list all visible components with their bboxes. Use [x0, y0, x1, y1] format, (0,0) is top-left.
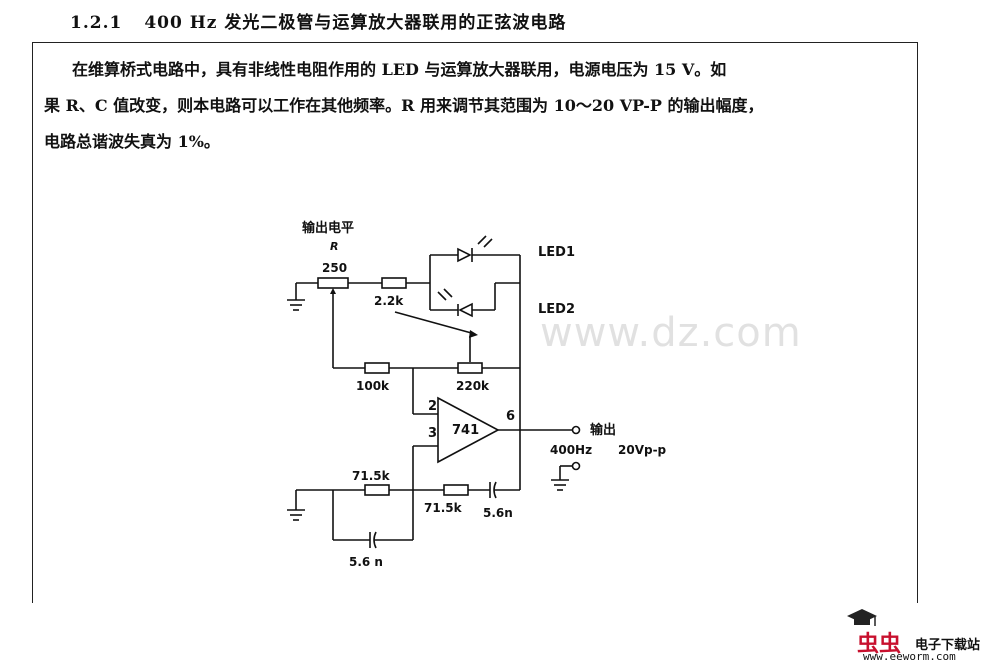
output-label: 输出	[590, 422, 616, 438]
pin-6: 6	[506, 409, 515, 424]
resistor-71-5k-b	[443, 484, 469, 496]
led2	[437, 288, 473, 318]
logo-main: 虫虫	[857, 631, 902, 657]
potentiometer	[317, 277, 349, 289]
section-number: 1.2.1	[70, 13, 123, 33]
graduation-cap-icon	[847, 609, 877, 626]
ground-symbol-top	[287, 282, 318, 311]
led1-label: LED1	[538, 245, 575, 260]
led2-label: LED2	[538, 302, 575, 317]
content-frame	[32, 42, 918, 603]
opamp-label: 741	[452, 423, 479, 438]
site-logo: 虫虫 电子下载站 www.eeworm.com	[845, 606, 985, 663]
logo-site-name: 电子下载站	[915, 638, 981, 653]
resistor-100k	[364, 362, 390, 374]
label-5-6n-b: 5.6 n	[349, 555, 383, 569]
ground-symbol-output	[551, 461, 581, 491]
ground-symbol-bottom	[287, 490, 305, 521]
pot-name: R	[330, 240, 338, 253]
pin-2: 2	[428, 399, 437, 414]
description-line-3: 电路总谐波失真为 1%。	[44, 132, 220, 151]
frequency-label: 400Hz	[550, 443, 592, 457]
label-71-5k-b: 71.5k	[424, 501, 463, 515]
section-heading: 1.2.1 400 Hz 发光二极管与运算放大器联用的正弦波电路	[70, 8, 566, 33]
label-2-2k: 2.2k	[374, 294, 404, 308]
label-71-5k-a: 71.5k	[352, 469, 391, 483]
pot-value: 250	[322, 261, 347, 275]
resistor-71-5k-a	[364, 484, 390, 496]
pot-label: 输出电平	[302, 220, 354, 236]
description-paragraph: 在维算桥式电路中，具有非线性电阻作用的 LED 与运算放大器联用，电源电压为 1…	[44, 52, 912, 160]
amplitude-label: 20Vp-p	[618, 443, 667, 457]
led1	[457, 235, 493, 263]
description-line-2: 果 R、C 值改变，则本电路可以工作在其他频率。R 用来调节其范围为 10～20…	[44, 96, 764, 115]
description-line-1: 在维算桥式电路中，具有非线性电阻作用的 LED 与运算放大器联用，电源电压为 1…	[72, 60, 727, 79]
opamp-741	[437, 396, 500, 464]
watermark-text: www.dz.com	[540, 310, 802, 356]
label-100k: 100k	[356, 379, 390, 393]
resistor-220k	[457, 362, 483, 374]
label-220k: 220k	[456, 379, 490, 393]
section-title: 400 Hz 发光二极管与运算放大器联用的正弦波电路	[144, 13, 567, 33]
logo-url: www.eeworm.com	[863, 650, 956, 663]
resistor-2-2k	[381, 277, 407, 289]
pin-3: 3	[428, 426, 437, 441]
label-5-6n-a: 5.6n	[483, 506, 513, 520]
